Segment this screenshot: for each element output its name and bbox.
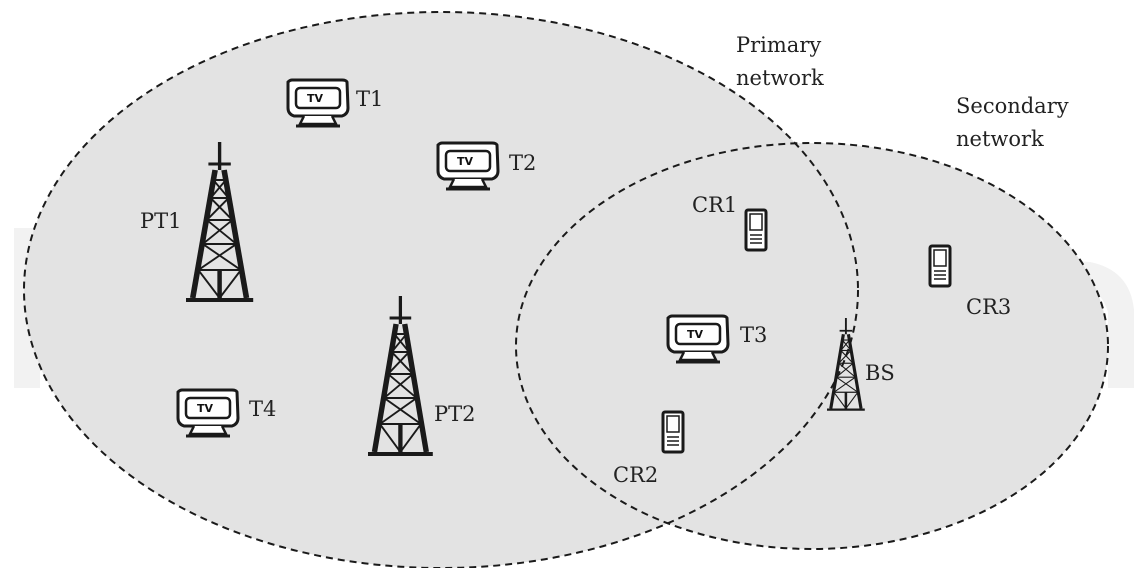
t1-label: T1 bbox=[356, 87, 383, 111]
cr3-label: CR3 bbox=[966, 295, 1011, 319]
t3-tv-icon: TV bbox=[666, 314, 730, 364]
secondary-network-region bbox=[516, 143, 1108, 549]
t2-tv-icon-text: TV bbox=[457, 155, 474, 168]
primary-network-label-line1: Primary bbox=[736, 33, 821, 57]
t2-label: T2 bbox=[509, 151, 536, 175]
cr2-device-icon bbox=[661, 410, 685, 454]
cr1-device-icon bbox=[744, 208, 768, 252]
t1-tv-icon-text: TV bbox=[307, 92, 324, 105]
t3-label: T3 bbox=[740, 323, 767, 347]
t3-tv-icon-text: TV bbox=[687, 328, 704, 341]
pt2-label: PT2 bbox=[434, 402, 476, 426]
cr3-device-icon bbox=[928, 244, 952, 288]
t4-label: T4 bbox=[249, 397, 276, 421]
t4-tv-icon-text: TV bbox=[197, 402, 214, 415]
secondary-network-label-line1: Secondary bbox=[956, 94, 1069, 118]
primary-network-label-line2: network bbox=[736, 66, 824, 90]
t4-tv-icon: TV bbox=[176, 388, 240, 438]
primary-network-boundary bbox=[23, 11, 859, 568]
cr1-label: CR1 bbox=[692, 193, 737, 217]
secondary-network-label-line2: network bbox=[956, 127, 1044, 151]
secondary-network-boundary bbox=[515, 142, 1109, 550]
t1-tv-icon: TV bbox=[286, 78, 350, 128]
t2-tv-icon: TV bbox=[436, 141, 500, 191]
pt1-label: PT1 bbox=[140, 209, 182, 233]
cr2-label: CR2 bbox=[613, 463, 658, 487]
bs-label: BS bbox=[865, 361, 895, 385]
